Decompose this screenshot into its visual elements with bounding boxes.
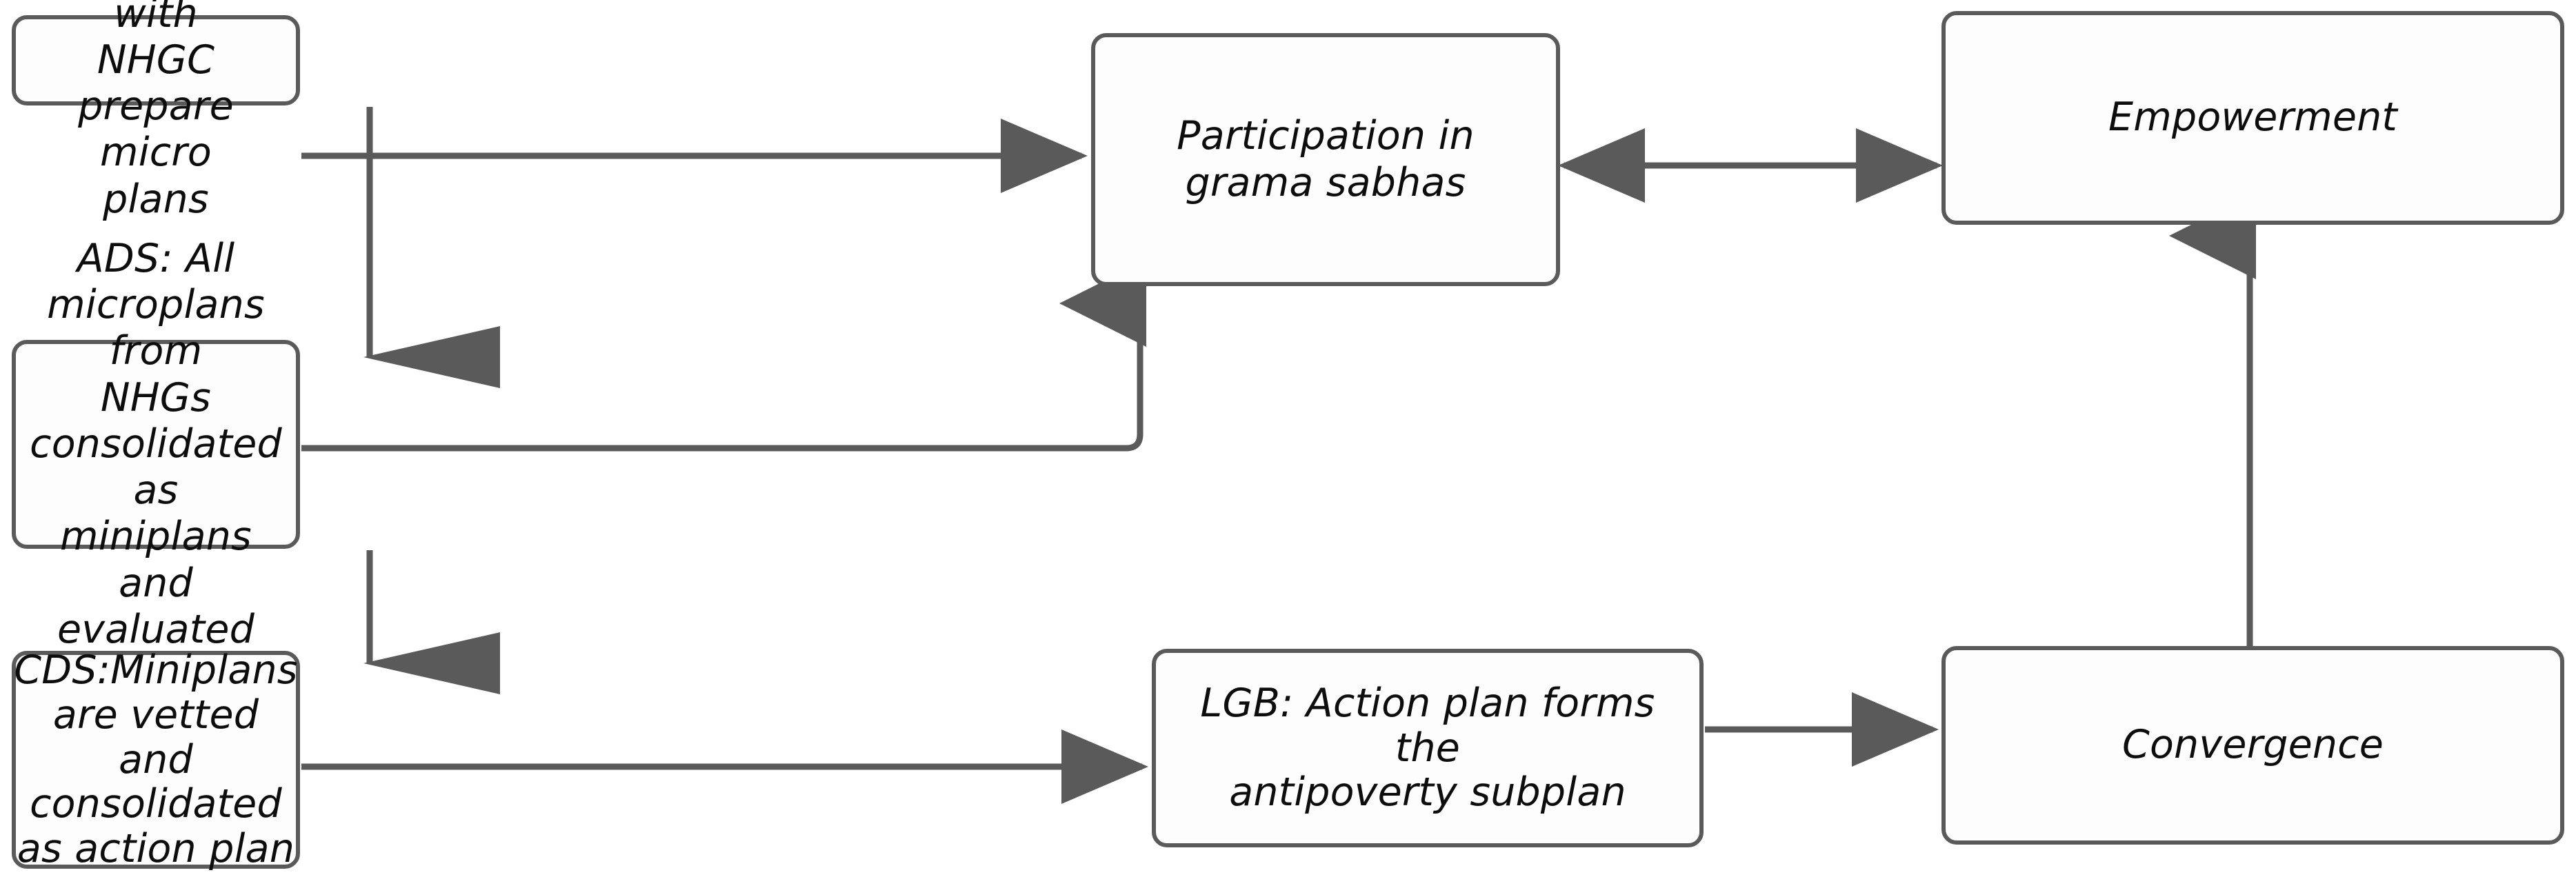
node-ads[interactable]: ADS: All microplans from NHGs consolidat…	[12, 236, 300, 652]
node-cds[interactable]: CDS:Miniplans are vetted and consolidate…	[12, 647, 300, 872]
node-convergence-label: Convergence	[2121, 722, 2384, 768]
node-participation-label: Participation in grama sabhas	[1177, 113, 1475, 205]
node-nhg[interactable]: NHG: NHG members with NHGC prepare micro…	[12, 0, 300, 222]
edge-ads-to-participation	[301, 260, 1146, 452]
node-empowerment[interactable]: Empowerment	[1941, 11, 2564, 225]
node-lgb-label: LGB: Action plan forms the antipoverty s…	[1200, 680, 1655, 816]
node-lgb[interactable]: LGB: Action plan forms the antipoverty s…	[1152, 649, 1704, 847]
node-cds-label: CDS:Miniplans are vetted and consolidate…	[14, 647, 298, 872]
node-convergence[interactable]: Convergence	[1941, 646, 2564, 845]
node-empowerment-label: Empowerment	[2108, 94, 2397, 141]
node-nhg-label: NHG: NHG members with NHGC prepare micro…	[78, 0, 234, 222]
node-ads-label: ADS: All microplans from NHGs consolidat…	[30, 235, 282, 652]
node-participation[interactable]: Participation in grama sabhas	[1091, 33, 1560, 286]
